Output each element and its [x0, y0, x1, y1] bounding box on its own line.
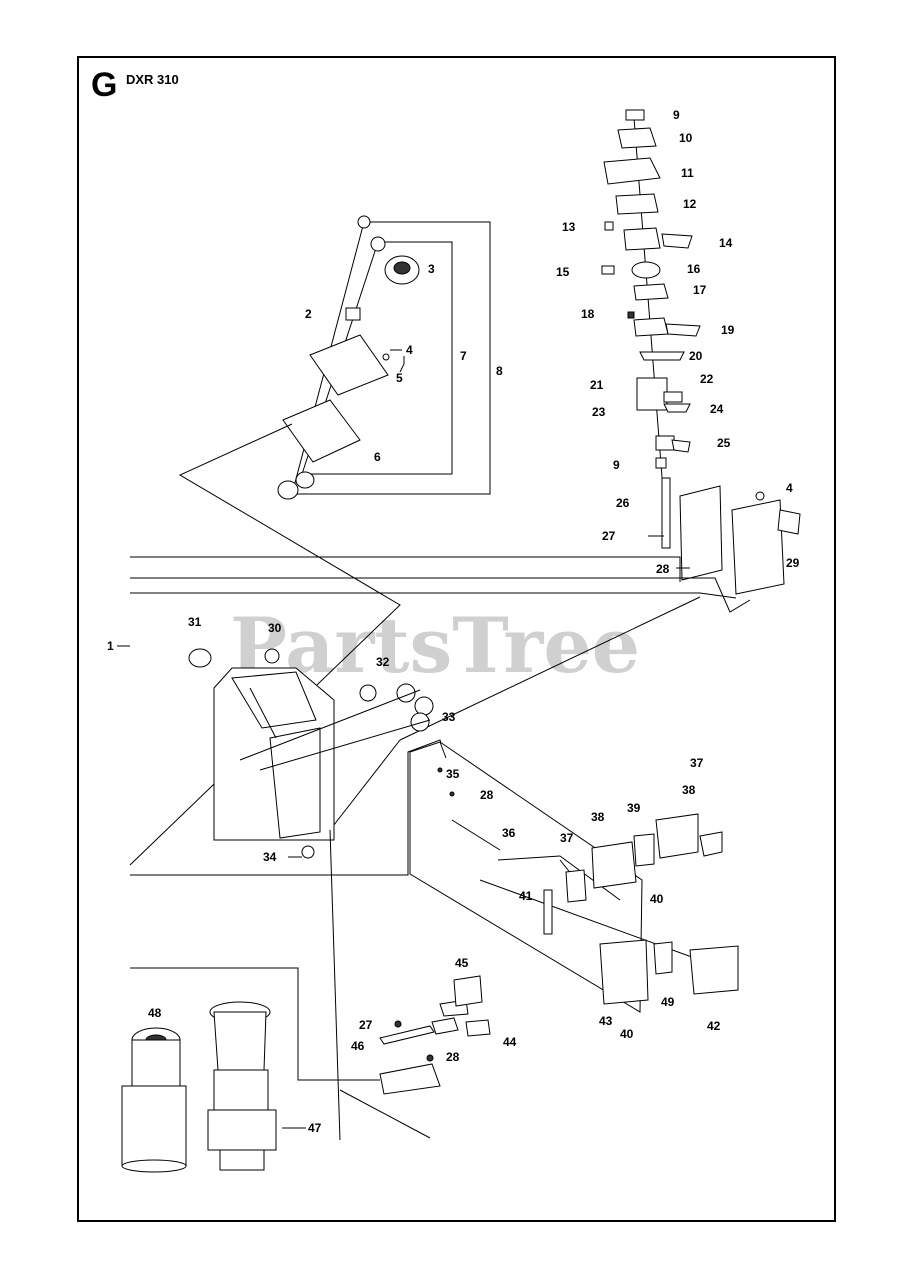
label-19: 19	[721, 323, 735, 337]
label-37a: 37	[690, 756, 704, 770]
label-44: 44	[503, 1035, 517, 1049]
cabinet-top-assembly	[129, 215, 491, 866]
label-49: 49	[661, 995, 675, 1009]
label-26: 26	[616, 496, 630, 510]
cabinet-body	[188, 648, 434, 1141]
label-40a: 40	[650, 892, 664, 906]
label-28c: 28	[446, 1050, 460, 1064]
label-25: 25	[717, 436, 731, 450]
label-33: 33	[442, 710, 456, 724]
label-13: 13	[562, 220, 576, 234]
model-name: DXR 310	[126, 72, 179, 87]
label-4: 4	[406, 343, 413, 357]
label-23: 23	[592, 405, 606, 419]
label-28a: 28	[656, 562, 670, 576]
label-10: 10	[679, 131, 693, 145]
label-6: 6	[374, 450, 381, 464]
label-7: 7	[460, 349, 467, 363]
label-37b: 37	[560, 831, 574, 845]
label-2: 2	[305, 307, 312, 321]
label-9a: 9	[673, 108, 680, 122]
label-20: 20	[689, 349, 703, 363]
label-15: 15	[556, 265, 570, 279]
label-31: 31	[188, 615, 202, 629]
label-8: 8	[496, 364, 503, 378]
label-12: 12	[683, 197, 697, 211]
label-43: 43	[599, 1014, 613, 1028]
label-24: 24	[710, 402, 724, 416]
label-14: 14	[719, 236, 733, 250]
label-27b: 27	[359, 1018, 373, 1032]
electrical-plate-assembly	[130, 739, 739, 1095]
label-3: 3	[428, 262, 435, 276]
label-45: 45	[455, 956, 469, 970]
label-32: 32	[376, 655, 390, 669]
label-17: 17	[693, 283, 707, 297]
label-27a: 27	[602, 529, 616, 543]
label-5: 5	[396, 371, 403, 385]
label-40b: 40	[620, 1027, 634, 1041]
label-35: 35	[446, 767, 460, 781]
label-42: 42	[707, 1019, 721, 1033]
label-46: 46	[351, 1039, 365, 1053]
label-38b: 38	[591, 810, 605, 824]
label-34: 34	[263, 850, 277, 864]
label-11: 11	[681, 166, 694, 180]
label-41: 41	[519, 889, 533, 903]
label-36: 36	[502, 826, 516, 840]
label-38a: 38	[682, 783, 696, 797]
label-30: 30	[268, 621, 282, 635]
label-39: 39	[627, 801, 641, 815]
plug-assemblies	[121, 1001, 277, 1173]
section-letter: G	[91, 66, 118, 104]
label-18: 18	[581, 307, 595, 321]
label-1: 1	[107, 639, 114, 653]
label-21: 21	[590, 378, 604, 392]
label-22: 22	[700, 372, 714, 386]
label-29: 29	[786, 556, 800, 570]
label-16: 16	[687, 262, 701, 276]
page-frame	[77, 56, 836, 1222]
control-panel-stack	[130, 109, 801, 831]
label-9b: 9	[613, 458, 620, 472]
label-48: 48	[148, 1006, 162, 1020]
part-labels: 1 2 3 4 5 6 7 8 9 10 11 12 13 14 15 16 1…	[107, 108, 800, 1135]
label-28b: 28	[480, 788, 494, 802]
label-47: 47	[308, 1121, 322, 1135]
label-4b: 4	[786, 481, 793, 495]
